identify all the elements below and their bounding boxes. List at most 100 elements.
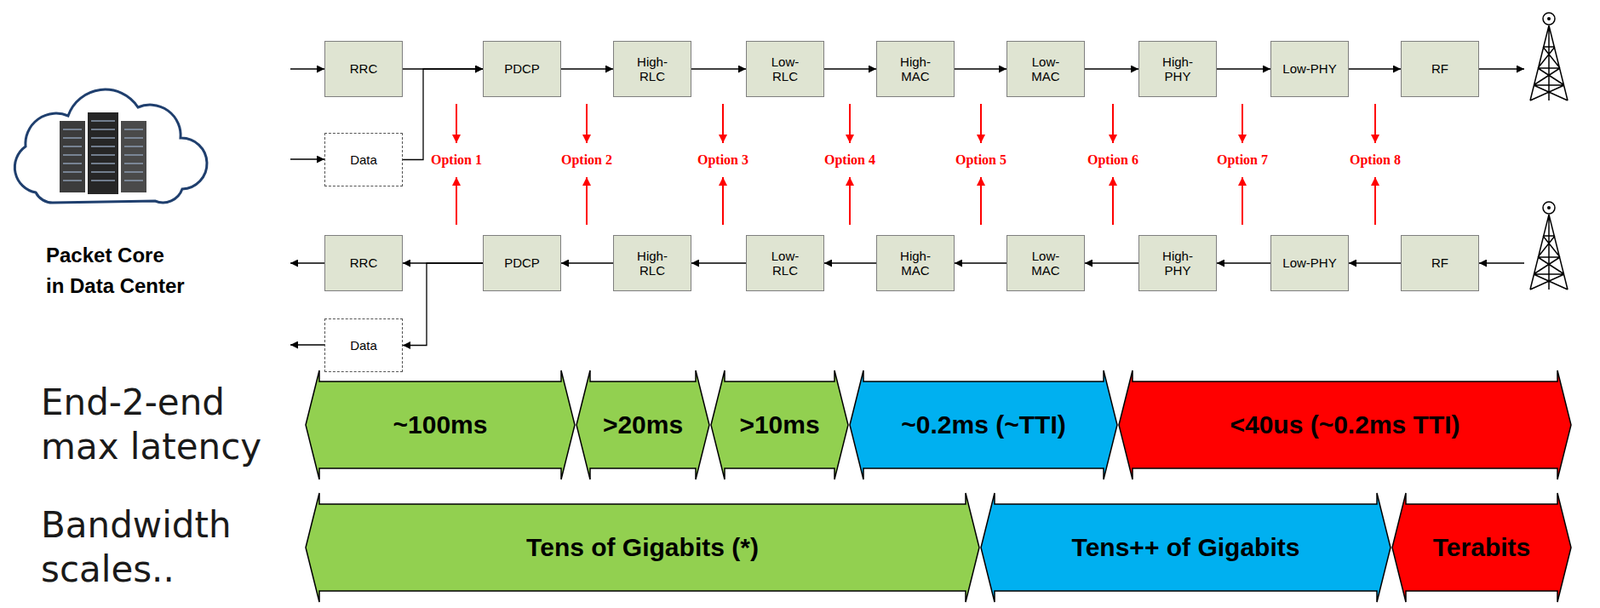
double-arrow-outline: [576, 370, 710, 480]
split-option-arrows: [456, 103, 1376, 225]
double-arrow-outline: [1392, 493, 1572, 603]
box-text: RF: [1431, 255, 1449, 270]
double-arrow-outline: [980, 493, 1391, 603]
box-text: RRC: [349, 61, 379, 76]
antenna-icon: [1530, 12, 1568, 101]
box-text: Data: [349, 152, 378, 167]
layer-box: Low-PHY: [1270, 235, 1349, 292]
split-option-label: Option 3: [697, 151, 749, 169]
box-text: Low-PHY: [1282, 255, 1337, 270]
double-arrow-outline: [305, 370, 575, 480]
layer-box: RRC: [324, 40, 403, 98]
latency-band: <40us (~0.2ms TTI): [1118, 370, 1572, 480]
layer-box: High-PHY: [1138, 40, 1217, 98]
output-arrow: [1479, 68, 1525, 69]
split-option-label: Option 5: [955, 151, 1007, 169]
antenna-dot: [1547, 206, 1551, 210]
latency-band: >20ms: [576, 370, 710, 480]
split-arrow: [585, 103, 588, 144]
split-arrow: [848, 177, 851, 225]
data-box: Data: [324, 318, 403, 373]
output-arrow: [290, 262, 325, 264]
split-option-label: Option 7: [1216, 151, 1268, 169]
layer-box: High-RLC: [613, 235, 692, 292]
row-heading: End-2-end max latency: [40, 380, 265, 470]
split-arrow: [722, 103, 724, 144]
split-arrow: [1374, 103, 1377, 144]
split-arrow: [1241, 177, 1244, 225]
layer-box: Low-MAC: [1006, 235, 1085, 292]
split-option-label: Option 2: [561, 151, 613, 169]
flow-arrow: [402, 68, 483, 161]
split-arrow: [1112, 103, 1114, 144]
server-rack: [120, 120, 147, 193]
box-text: Low-PHY: [1282, 61, 1337, 76]
flow-arrow: [561, 68, 614, 69]
input-arrow: [290, 68, 325, 69]
double-arrow-outline: [1118, 370, 1572, 480]
band-text: >20ms: [602, 409, 683, 441]
output-arrow: [290, 344, 325, 345]
flow-arrow: [1348, 262, 1401, 264]
server-rack: [87, 112, 119, 195]
cloud-outline: [14, 89, 207, 203]
layer-box: PDCP: [482, 40, 562, 98]
cloud-icon: [14, 89, 207, 203]
layer-box: RF: [1400, 40, 1480, 98]
layer-box: PDCP: [482, 235, 562, 292]
split-arrow: [585, 177, 588, 225]
split-arrow: [848, 103, 851, 144]
antenna-lattice: [1530, 214, 1568, 290]
flow-arrow: [691, 262, 746, 264]
box-text: Data: [349, 338, 378, 353]
antenna-lattice: [1530, 25, 1568, 101]
site-label: Packet Core in Data Center: [45, 240, 188, 302]
band-text: >10ms: [739, 409, 820, 441]
split-option-label: Option 1: [430, 151, 482, 169]
unused-guide: [456, 103, 1376, 144]
layer-box: High-MAC: [876, 235, 955, 292]
antenna-icon: [1530, 201, 1568, 290]
box-text: RF: [1431, 61, 1449, 76]
flow-arrow: [1216, 68, 1271, 69]
double-arrow-outline: [711, 370, 849, 480]
split-option-label: Option 4: [824, 151, 876, 169]
bandwidth-band: Terabits: [1392, 493, 1572, 603]
split-arrow: [455, 103, 458, 144]
flow-arrow: [954, 68, 1007, 69]
box-text: Low-MAC: [1023, 54, 1068, 85]
antenna-dot: [1547, 17, 1551, 21]
layer-box: High-MAC: [876, 40, 955, 98]
layer-box: High-PHY: [1138, 235, 1217, 292]
box-text: High-PHY: [1155, 54, 1200, 85]
layer-box: RF: [1400, 235, 1480, 292]
antenna-ring: [1542, 201, 1555, 214]
flow-arrow: [691, 68, 746, 69]
flow-arrow: [1348, 68, 1401, 69]
band-text: Tens++ of Gigabits: [1072, 532, 1301, 563]
box-text: High-MAC: [893, 248, 938, 279]
box-text: PDCP: [504, 255, 540, 270]
box-text: Low-RLC: [762, 248, 808, 279]
server-slots: [63, 120, 144, 181]
double-arrow-outline: [849, 370, 1118, 480]
latency-band: ~100ms: [305, 370, 575, 480]
split-arrow: [455, 177, 458, 225]
box-text: RRC: [349, 255, 379, 270]
layer-box: Low-MAC: [1006, 40, 1085, 98]
box-text: High-RLC: [630, 248, 675, 279]
server-rack: [59, 120, 86, 193]
flow-arrow: [954, 262, 1007, 264]
band-text: <40us (~0.2ms TTI): [1229, 409, 1460, 441]
box-text: High-PHY: [1155, 248, 1200, 279]
box-text: Low-MAC: [1023, 248, 1068, 279]
split-arrow: [722, 177, 724, 225]
flow-arrow: [824, 68, 877, 69]
antenna-ring: [1542, 12, 1555, 25]
box-text: High-RLC: [630, 54, 675, 85]
band-text: Tens of Gigabits (*): [526, 532, 759, 563]
flow-arrow: [402, 263, 483, 346]
